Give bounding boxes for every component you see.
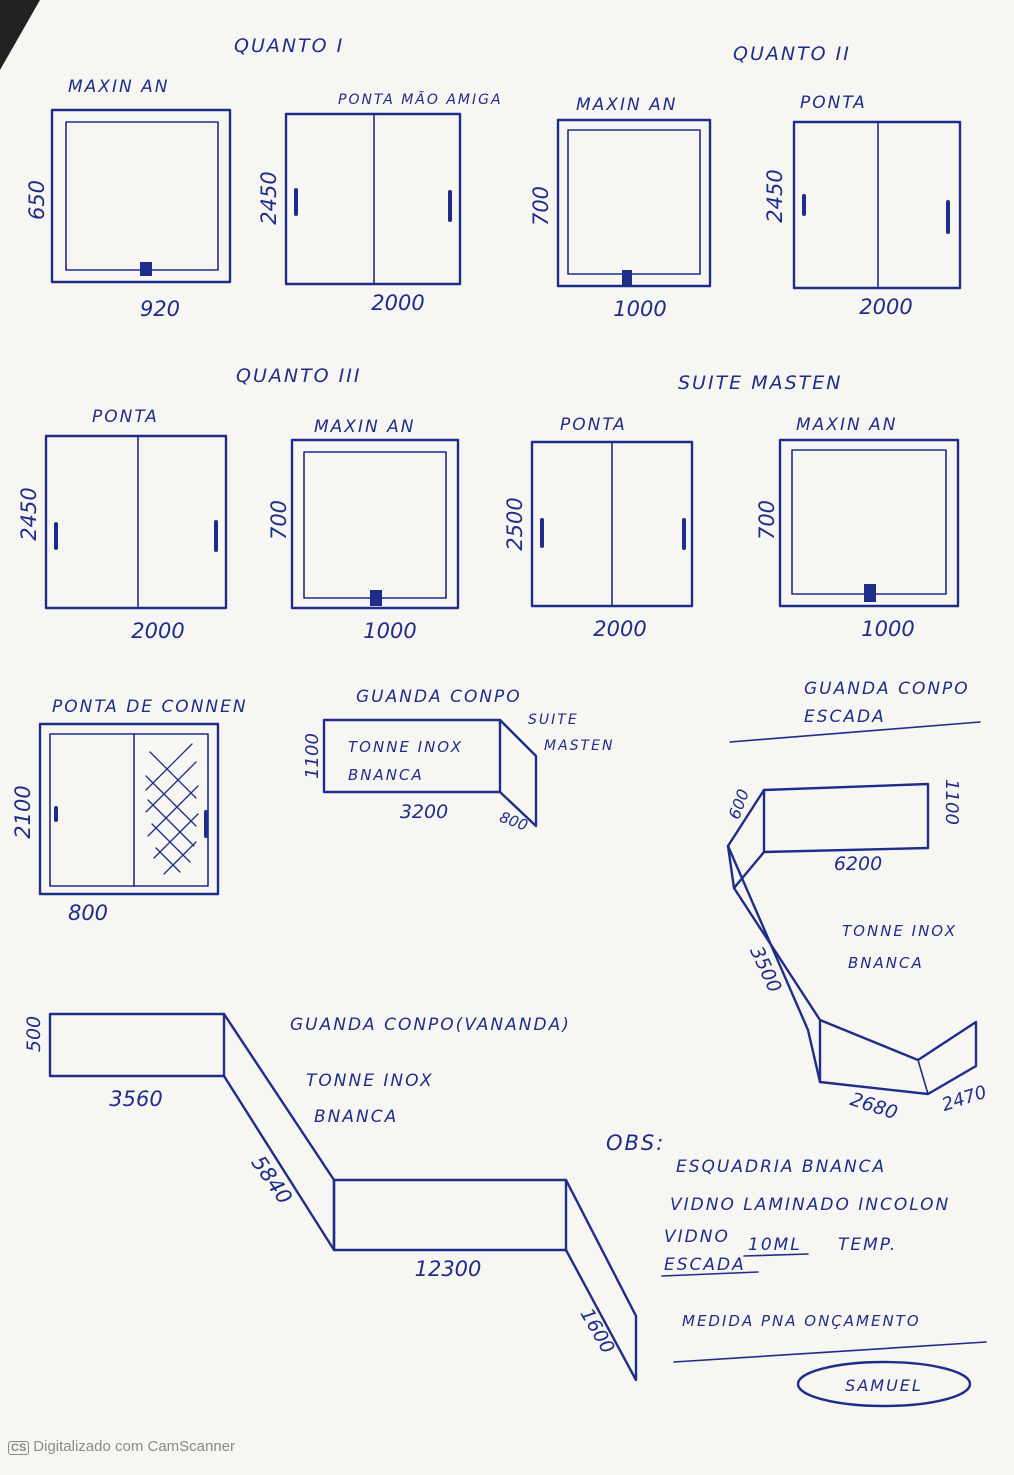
handle-icon	[864, 584, 876, 602]
signature-text: SAMUEL	[845, 1376, 923, 1395]
dim-door-4-height: 2500	[503, 497, 527, 550]
dim-guarda-suite-side: 800	[497, 808, 530, 835]
dim-door-1-height: 2450	[257, 171, 281, 224]
guarda-varanda-material-2: BNANCA	[314, 1107, 398, 1127]
dim-window-1-width: 920	[140, 297, 180, 321]
window-2	[556, 118, 712, 288]
dim-guarda-suite-width: 3200	[400, 801, 448, 823]
label-window-4: MAXIN AN	[796, 415, 897, 435]
dim-door-1-width: 2000	[371, 291, 424, 315]
label-sliding-door: PONTA DE CONNEN	[52, 697, 248, 717]
title-guarda-escada-1: GUANDA CONPO	[804, 679, 970, 699]
window-3	[290, 438, 460, 610]
label-window-1: MAXIN AN	[68, 77, 169, 97]
dim-guarda-suite-height: 1100	[302, 733, 323, 779]
dim-window-4-height: 700	[755, 500, 779, 540]
title-guarda-suite: GUANDA CONPO	[356, 687, 522, 707]
obs-heading: OBS:	[606, 1131, 665, 1155]
dim-door-3-height: 2450	[17, 487, 41, 540]
guarda-suite-shape	[322, 718, 538, 828]
window-4	[778, 438, 960, 608]
dim-door-3-width: 2000	[131, 619, 184, 643]
dim-guarda-escada-bottom: 2680	[847, 1088, 900, 1124]
dim-guarda-escada-end: 2470	[939, 1082, 989, 1116]
handle-icon	[622, 270, 632, 286]
guarda-suite-material-2: BNANCA	[348, 766, 424, 784]
signature-line	[673, 1341, 987, 1363]
dim-door-2-width: 2000	[859, 295, 912, 319]
title-suite-master: SUITE MASTEN	[678, 372, 843, 394]
sliding-door	[38, 722, 220, 896]
label-door-2: PONTA	[800, 93, 867, 113]
dim-guarda-escada-diagonal: 3500	[745, 943, 785, 996]
door-4	[530, 440, 694, 608]
obs-line-3a: VIDNO	[664, 1227, 730, 1247]
obs-line-3c: TEMP.	[838, 1235, 897, 1255]
guarda-varanda-shape	[48, 1012, 638, 1382]
guarda-suite-side-label-1: SUITE	[528, 712, 579, 728]
obs-line-3b: 10ML	[748, 1235, 802, 1255]
title-guarda-varanda: GUANDA CONPO(VANANDA)	[290, 1015, 571, 1035]
dim-sliding-door-width: 800	[68, 901, 108, 925]
underline-escada	[661, 1271, 759, 1277]
door-2	[792, 120, 962, 290]
signature: SAMUEL	[796, 1360, 972, 1408]
label-door-3: PONTA	[92, 407, 159, 427]
guarda-suite-material-1: TONNE INOX	[348, 738, 463, 756]
guarda-escada-shape	[726, 782, 978, 1096]
dim-window-1-height: 650	[25, 180, 49, 220]
dim-guarda-escada-right-height: 1100	[941, 779, 962, 825]
guarda-escada-material-1: TONNE INOX	[842, 922, 957, 940]
dim-window-4-width: 1000	[861, 617, 914, 641]
dim-door-4-width: 2000	[593, 617, 646, 641]
dim-guarda-escada-top: 6200	[834, 853, 882, 875]
handle-icon	[370, 590, 382, 606]
dim-window-2-width: 1000	[613, 297, 666, 321]
guarda-varanda-material-1: TONNE INOX	[306, 1071, 434, 1091]
obs-line-2: VIDNO LAMINADO INCOLON	[670, 1195, 950, 1215]
dim-window-2-height: 700	[529, 186, 553, 226]
guarda-suite-side-label-2: MASTEN	[544, 738, 614, 754]
obs-line-1: ESQUADRIA BNANCA	[676, 1157, 886, 1177]
window-1	[50, 108, 232, 284]
dim-door-2-height: 2450	[763, 169, 787, 222]
guarda-escada-material-2: BNANCA	[848, 954, 924, 972]
dim-window-3-width: 1000	[363, 619, 416, 643]
label-window-3: MAXIN AN	[314, 417, 415, 437]
dim-window-3-height: 700	[267, 500, 291, 540]
glass-pattern	[145, 743, 199, 875]
label-door-1: PONTA MÃO AMIGA	[338, 91, 503, 108]
watermark-text: Digitalizado com CamScanner	[33, 1438, 236, 1455]
title-guarda-escada-2: ESCADA	[804, 707, 886, 727]
dim-guarda-varanda-len1: 3560	[109, 1087, 162, 1111]
dim-guarda-varanda-len4: 1600	[576, 1305, 619, 1358]
title-quarto-1: QUANTO I	[234, 35, 344, 57]
page-corner-shadow	[0, 0, 40, 70]
dim-sliding-door-height: 2100	[11, 785, 35, 838]
title-quarto-2: QUANTO II	[733, 43, 851, 65]
camscanner-logo-icon: CS	[8, 1441, 30, 1455]
obs-line-5: MEDIDA PNA ONÇAMENTO	[682, 1312, 921, 1330]
label-door-4: PONTA	[560, 415, 627, 435]
dim-guarda-varanda-height: 500	[23, 1016, 45, 1052]
door-3	[44, 434, 228, 610]
handle-icon	[140, 262, 152, 276]
divider-line	[729, 721, 981, 743]
dim-guarda-varanda-len3: 12300	[415, 1257, 482, 1281]
door-1	[284, 112, 462, 286]
underline-10ml	[743, 1253, 809, 1257]
label-window-2: MAXIN AN	[576, 95, 677, 115]
title-quarto-3: QUANTO III	[236, 365, 361, 387]
dim-guarda-escada-left-height: 600	[725, 787, 753, 822]
obs-line-4: ESCADA	[664, 1255, 746, 1275]
